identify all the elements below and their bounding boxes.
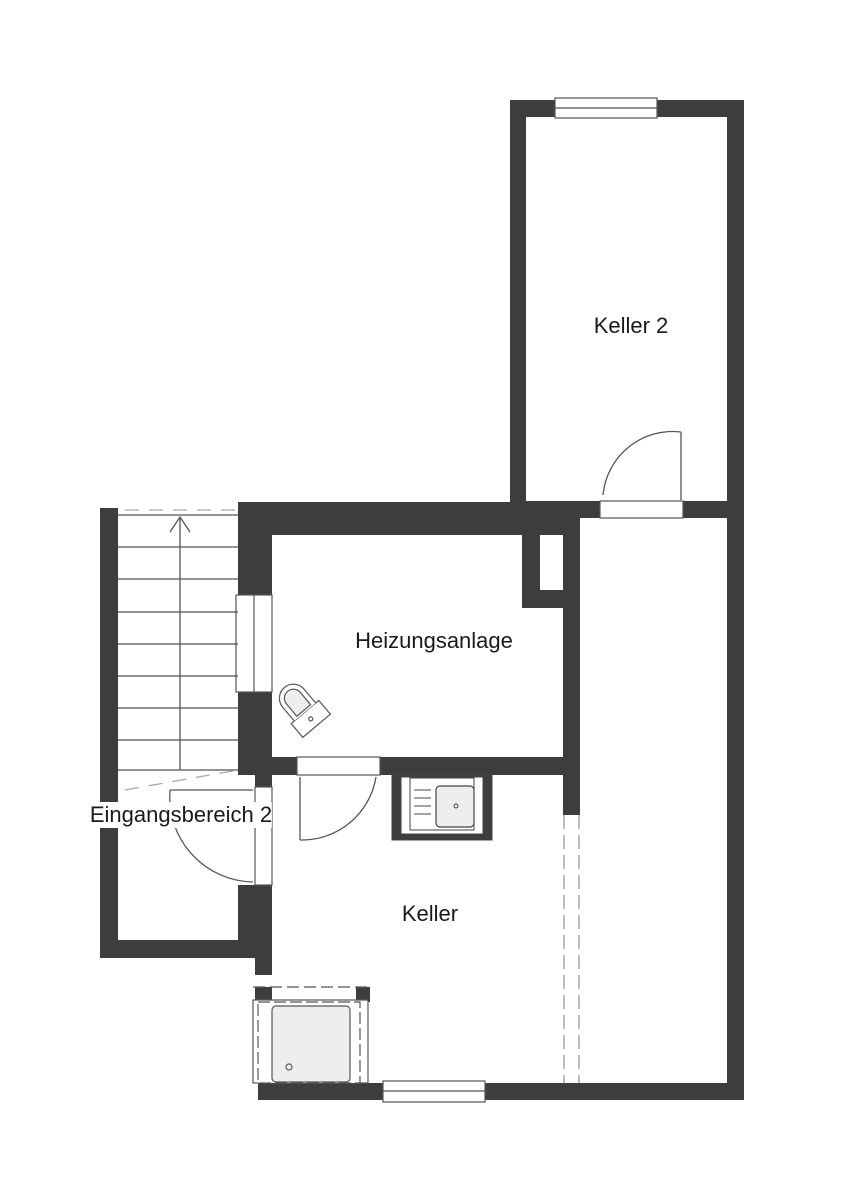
room-label-keller-2: Keller 2 — [593, 313, 669, 338]
wall — [522, 590, 563, 608]
room-label-keller: Keller — [401, 901, 459, 926]
wall — [238, 502, 580, 518]
wall — [100, 508, 118, 958]
wall — [380, 757, 580, 775]
shower-icon — [252, 986, 370, 1084]
wall — [255, 775, 272, 787]
wall — [657, 100, 744, 117]
door-threshold — [296, 756, 381, 776]
wall — [485, 1083, 744, 1100]
room-label-eingangsbereich-2: Eingangsbereich 2 — [89, 802, 273, 828]
opening-dashed — [563, 815, 580, 1083]
wall — [255, 940, 272, 975]
wall — [510, 100, 526, 518]
wall — [238, 502, 272, 595]
wall — [727, 100, 744, 1100]
door-keller-2 — [602, 430, 682, 500]
room-label-heizungsanlage: Heizungsanlage — [355, 628, 513, 653]
wall — [510, 100, 555, 117]
walls — [100, 100, 744, 1100]
toilet-icon — [278, 683, 332, 739]
sink-icon — [391, 774, 493, 841]
wall — [683, 501, 744, 518]
wall — [258, 1083, 383, 1100]
wall — [563, 502, 580, 815]
wall — [238, 757, 297, 775]
wall — [356, 987, 370, 1002]
staircase-up-arrow-icon — [169, 515, 191, 770]
wall — [522, 535, 540, 608]
wall — [100, 940, 258, 958]
wall — [238, 885, 272, 945]
door-threshold — [599, 500, 684, 519]
wall — [272, 518, 580, 535]
wall — [255, 987, 272, 1002]
door-heizung — [299, 776, 377, 841]
staircase — [118, 509, 239, 791]
